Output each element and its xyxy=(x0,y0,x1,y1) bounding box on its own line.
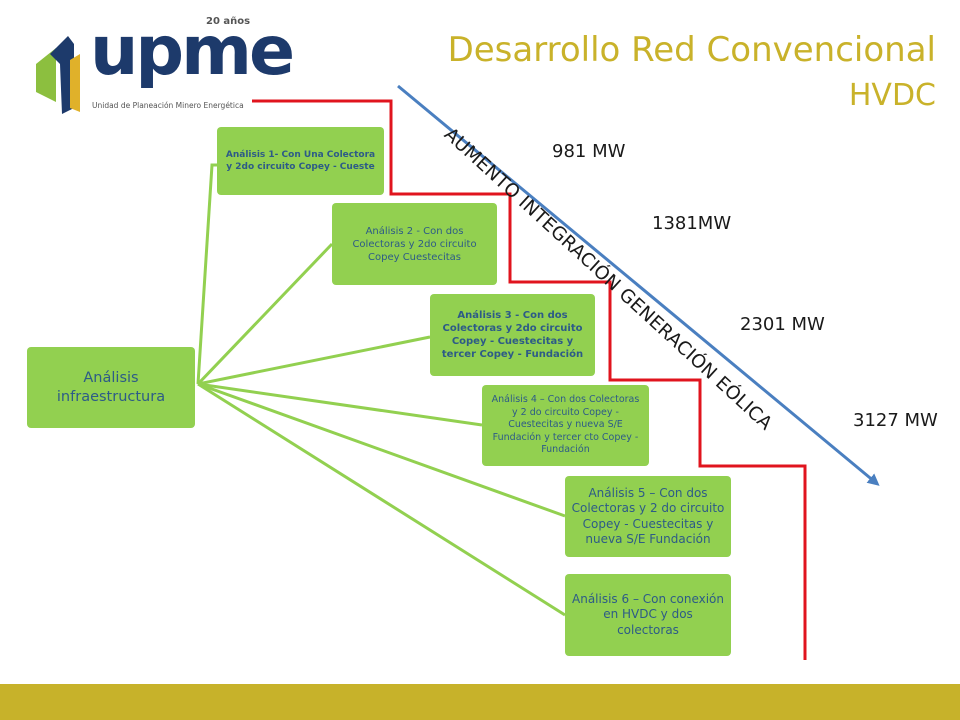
root-node: Análisis infraestructura xyxy=(27,347,195,428)
staircase-line xyxy=(252,99,807,660)
connector-4 xyxy=(197,382,483,427)
analysis-node-4: Análisis 4 – Con dos Colectoras y 2 do c… xyxy=(482,385,649,466)
tree-connectors xyxy=(196,163,566,617)
upme-logo xyxy=(30,14,245,114)
logo-mark-icon xyxy=(36,36,80,114)
mw-label-3: 2301 MW xyxy=(740,314,825,335)
page-subtitle: HVDC xyxy=(848,78,936,113)
analysis-node-1: Análisis 1- Con Una Colectora y 2do circ… xyxy=(217,127,384,195)
analysis-node-2: Análisis 2 - Con dos Colectoras y 2do ci… xyxy=(332,203,497,285)
integration-arrow xyxy=(397,84,880,486)
analysis-node-5: Análisis 5 – Con dos Colectoras y 2 do c… xyxy=(565,476,731,557)
mw-label-1: 981 MW xyxy=(552,141,626,162)
connector-2 xyxy=(196,242,334,386)
connector-3 xyxy=(197,335,431,386)
analysis-node-3: Análisis 3 - Con dos Colectoras y 2do ci… xyxy=(430,294,595,376)
logo-subtitle: Unidad de Planeación Minero Energética xyxy=(92,101,244,110)
connector-1 xyxy=(196,163,217,385)
mw-label-4: 3127 MW xyxy=(853,410,938,431)
footer-bar xyxy=(0,684,960,720)
logo-badge: 20 años xyxy=(206,16,251,27)
analysis-node-6: Análisis 6 – Con conexión en HVDC y dos … xyxy=(565,574,731,656)
mw-label-2: 1381MW xyxy=(652,213,732,234)
logo-wordmark: upme xyxy=(90,12,295,91)
page-title: Desarrollo Red Convencional xyxy=(447,30,936,70)
connector-5 xyxy=(197,382,566,518)
connector-6 xyxy=(197,382,566,617)
